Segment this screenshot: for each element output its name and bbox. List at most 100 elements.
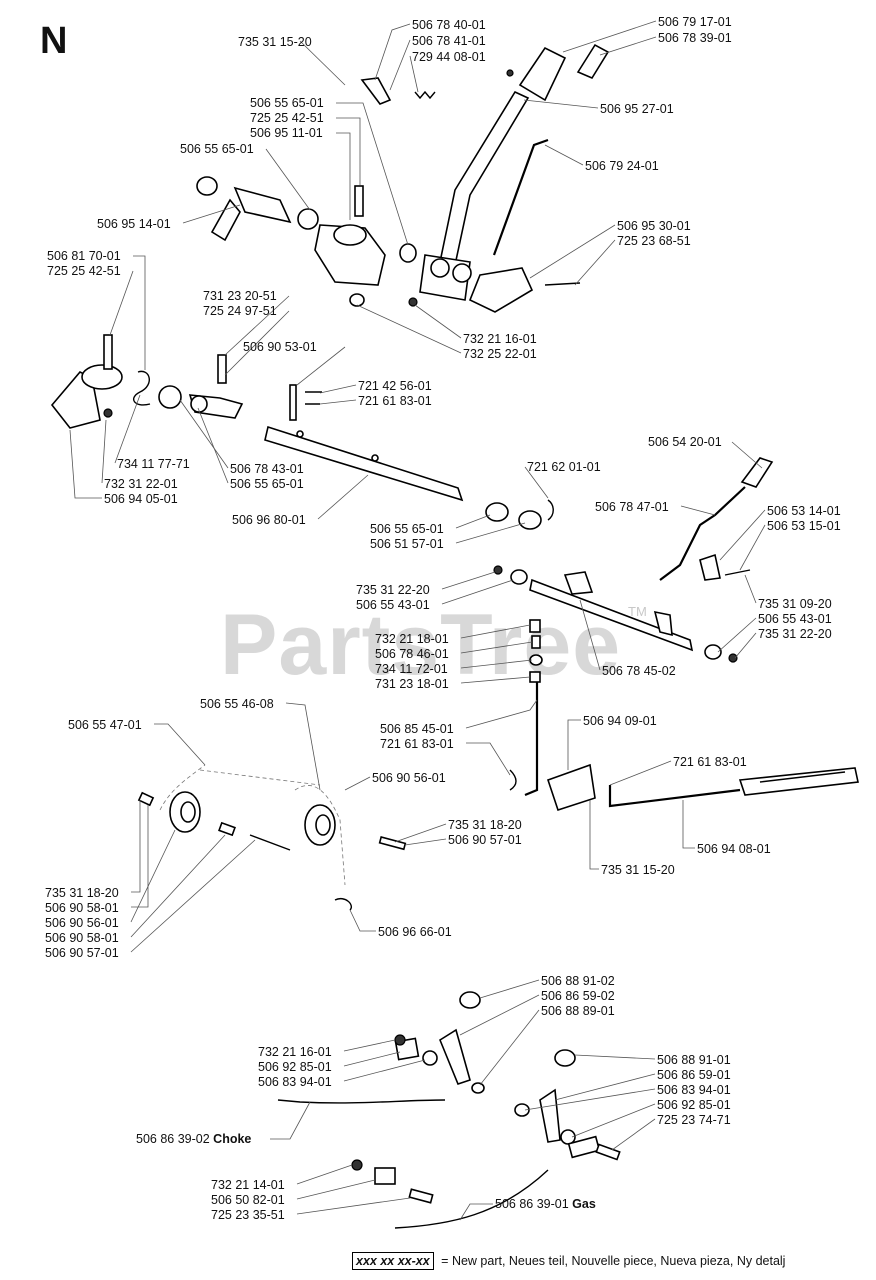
leader-lines (69, 20, 766, 1221)
axle (249, 834, 291, 851)
left-bolt (103, 334, 113, 370)
chain-path-right (294, 785, 346, 886)
left-bushing-link (510, 569, 528, 585)
part-label: 506 55 65-01 (370, 522, 444, 536)
left-pivot-assembly (50, 334, 554, 530)
shaft-hole (296, 430, 304, 438)
left-sprocket-hub (180, 801, 196, 823)
lever-bracket-2 (699, 553, 721, 581)
part-label: 506 88 91-02 (541, 974, 615, 988)
hub-boss (333, 224, 367, 246)
spacer-2 (218, 821, 236, 837)
part-label: 506 90 56-01 (45, 916, 119, 930)
part-label: 506 50 82-01 (211, 1193, 285, 1207)
part-label: 735 31 15-20 (601, 863, 675, 877)
choke-lever (439, 1028, 471, 1085)
handle-grip (518, 46, 567, 102)
part-label: 721 62 01-01 (527, 460, 601, 474)
part-label: 506 55 65-01 (250, 96, 324, 110)
bottom-clamp (374, 1167, 396, 1185)
gas-word: Gas (572, 1197, 596, 1211)
part-label: 732 21 16-01 (258, 1045, 332, 1059)
grip-cap (576, 43, 610, 80)
choke-cable-label: 506 86 39-02 Choke (136, 1132, 251, 1146)
left-nut (103, 408, 113, 418)
choke-washer (422, 1050, 438, 1066)
part-label: 734 11 77-71 (117, 457, 190, 471)
part-label: 725 23 35-51 (211, 1208, 285, 1222)
part-label: 721 61 83-01 (380, 737, 454, 751)
watermark-trademark: TM (628, 604, 647, 619)
part-label: 506 88 89-01 (541, 1004, 615, 1018)
stack-nut (529, 619, 541, 633)
choke-bushing (471, 1082, 485, 1094)
shaft-bushing (196, 176, 218, 196)
part-label: 732 25 22-01 (463, 347, 537, 361)
gas-bracket (567, 1135, 601, 1159)
part-label: 506 78 41-01 (412, 34, 486, 48)
left-crank-bolt (217, 354, 227, 384)
part-label: 731 23 20-51 (203, 289, 277, 303)
part-label: 506 53 15-01 (767, 519, 841, 533)
part-label: 506 79 24-01 (585, 159, 659, 173)
choke-cable (277, 1099, 446, 1104)
shaft-bushing-2 (297, 208, 319, 230)
part-label: 506 55 43-01 (356, 598, 430, 612)
part-label: 729 44 08-01 (412, 50, 486, 64)
gas-cable (394, 1169, 549, 1229)
part-label: 732 31 22-01 (104, 477, 178, 491)
small-bolt (724, 569, 751, 576)
gas-bushing (514, 1103, 530, 1117)
part-label: 734 11 72-01 (375, 662, 448, 676)
hub-bushing (399, 243, 417, 263)
part-label: 725 24 97-51 (203, 304, 277, 318)
part-label: 506 86 59-02 (541, 989, 615, 1003)
part-label: 506 55 46-08 (200, 697, 274, 711)
part-label: 506 55 65-01 (180, 142, 254, 156)
shaft-arm (653, 610, 673, 637)
part-label: 506 92 85-01 (258, 1060, 332, 1074)
part-label: 721 61 83-01 (673, 755, 747, 769)
part-label: 732 21 14-01 (211, 1178, 285, 1192)
part-label: 725 23 74-71 (657, 1113, 731, 1127)
pivot-shaft (233, 186, 292, 224)
throttle-rod (608, 785, 741, 808)
gas-bolt (595, 1143, 621, 1161)
chain-path-left (159, 764, 206, 811)
part-label: 506 94 08-01 (697, 842, 771, 856)
hairpin-clip (547, 499, 554, 521)
end-washer (518, 510, 542, 530)
part-label: 506 95 30-01 (617, 219, 691, 233)
part-label: 506 90 58-01 (45, 931, 119, 945)
clip-left (493, 565, 503, 575)
long-shaft (264, 425, 464, 502)
part-label: 506 55 43-01 (758, 612, 832, 626)
part-label: 735 31 18-20 (45, 886, 119, 900)
right-bushing-link (704, 644, 722, 660)
left-spring (132, 370, 151, 406)
part-label: 506 55 47-01 (68, 718, 142, 732)
part-label: 735 31 22-20 (356, 583, 430, 597)
part-label: 506 81 70-01 (47, 249, 121, 263)
choke-gas-assembly (277, 991, 621, 1229)
plate-slot (759, 771, 846, 783)
choke-word: Choke (213, 1132, 252, 1146)
cross-shaft (529, 578, 694, 652)
part-label: 506 90 57-01 (448, 833, 522, 847)
part-label: 506 78 40-01 (412, 18, 486, 32)
legend-text: = New part, Neues teil, Nouvelle piece, … (441, 1254, 786, 1268)
stack-link (531, 635, 541, 649)
chain-upper (199, 769, 321, 786)
part-label: 506 83 94-01 (657, 1083, 731, 1097)
part-label: 506 90 58-01 (45, 901, 119, 915)
pivot-arm (210, 198, 241, 242)
stack-nut-2 (529, 671, 541, 683)
left-bushing (158, 385, 182, 409)
part-label: 506 94 09-01 (583, 714, 657, 728)
screw-top (506, 69, 514, 77)
chain-assembly (137, 764, 407, 911)
part-label: 732 21 18-01 (375, 632, 449, 646)
part-label: 725 25 42-51 (47, 264, 121, 278)
